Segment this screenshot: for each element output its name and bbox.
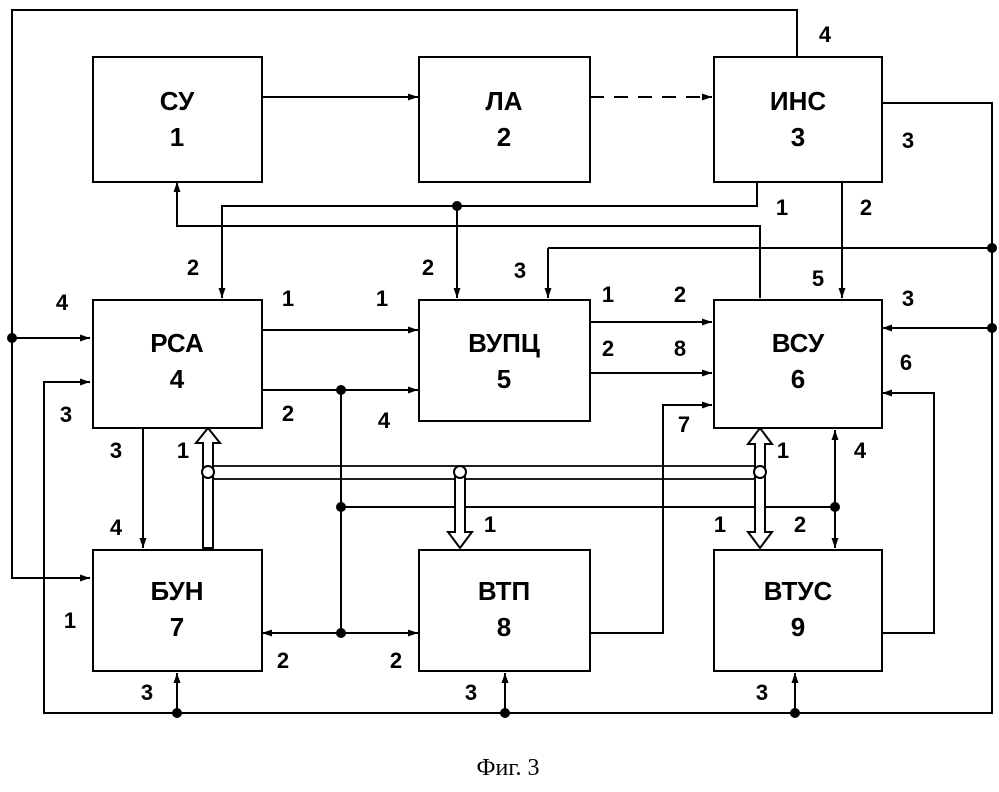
block-ins: ИНС 3 xyxy=(714,57,882,182)
block-su-number: 1 xyxy=(170,122,184,152)
rsa-bus-hollow-arrow xyxy=(196,428,220,548)
port-label: 2 xyxy=(860,195,872,220)
port-label: 3 xyxy=(902,286,914,311)
port-label: 3 xyxy=(902,128,914,153)
port-label: 8 xyxy=(674,336,686,361)
port-label: 3 xyxy=(756,680,768,705)
bus-junction-dot xyxy=(454,466,466,478)
block-su: СУ 1 xyxy=(93,57,262,182)
junction-dot xyxy=(452,201,462,211)
port-label: 7 xyxy=(678,412,690,437)
port-label: 2 xyxy=(187,255,199,280)
block-la: ЛА 2 xyxy=(419,57,590,182)
vsu-vtus-bus-hollow-arrow xyxy=(748,428,772,548)
figure-caption: Фиг. 3 xyxy=(477,755,540,781)
port-label: 1 xyxy=(714,512,726,537)
block-rsa-number: 4 xyxy=(170,364,185,394)
block-vtp-name: ВТП xyxy=(478,576,530,606)
block-vupc-name: ВУПЦ xyxy=(468,328,540,358)
block-vtus-number: 9 xyxy=(791,612,805,642)
bus-junction-dot xyxy=(202,466,214,478)
block-vsu: ВСУ 6 xyxy=(714,300,882,428)
block-la-number: 2 xyxy=(497,122,511,152)
port-label: 1 xyxy=(64,608,76,633)
block-bun-name: БУН xyxy=(151,576,204,606)
block-vupc-number: 5 xyxy=(497,364,511,394)
block-rsa: РСА 4 xyxy=(93,300,262,428)
junction-dot xyxy=(987,243,997,253)
block-vtus-name: ВТУС xyxy=(764,576,833,606)
port-label: 3 xyxy=(514,258,526,283)
block-ins-number: 3 xyxy=(791,122,805,152)
port-label: 3 xyxy=(110,438,122,463)
port-label: 4 xyxy=(819,22,832,47)
junction-dot xyxy=(987,323,997,333)
port-label: 1 xyxy=(602,282,614,307)
port-label: 4 xyxy=(110,515,123,540)
port-label: 1 xyxy=(776,195,788,220)
junction-dot xyxy=(172,708,182,718)
block-vupc: ВУПЦ 5 xyxy=(419,300,590,421)
port-label: 1 xyxy=(282,286,294,311)
block-rsa-name: РСА xyxy=(150,328,204,358)
port-label: 2 xyxy=(422,255,434,280)
block-bun-number: 7 xyxy=(170,612,184,642)
block-vtp-number: 8 xyxy=(497,612,511,642)
vtp-bus-hollow-arrow xyxy=(448,470,472,548)
port-label: 2 xyxy=(674,282,686,307)
junction-dot xyxy=(500,708,510,718)
port-label: 1 xyxy=(177,438,189,463)
vtp-to-vsu-line xyxy=(590,405,712,633)
port-label: 4 xyxy=(378,408,391,433)
port-label: 3 xyxy=(465,680,477,705)
block-vtus: ВТУС 9 xyxy=(714,550,882,671)
port-label: 1 xyxy=(376,286,388,311)
block-su-name: СУ xyxy=(160,86,195,116)
vsu-to-su-line xyxy=(177,182,760,298)
block-vtp: ВТП 8 xyxy=(419,550,590,671)
port-label: 4 xyxy=(854,438,867,463)
port-label: 1 xyxy=(777,438,789,463)
block-vsu-number: 6 xyxy=(791,364,805,394)
block-la-name: ЛА xyxy=(485,86,522,116)
port-label: 3 xyxy=(60,402,72,427)
port-label: 4 xyxy=(56,290,69,315)
block-bun: БУН 7 xyxy=(93,550,262,671)
port-label: 2 xyxy=(282,401,294,426)
port-label: 2 xyxy=(277,648,289,673)
port-label: 5 xyxy=(812,266,824,291)
port-label: 2 xyxy=(602,336,614,361)
junction-dot xyxy=(790,708,800,718)
port-label: 6 xyxy=(900,350,912,375)
port-label: 3 xyxy=(141,680,153,705)
port-label: 1 xyxy=(484,512,496,537)
junction-dot xyxy=(7,333,17,343)
bus-junction-dot xyxy=(754,466,766,478)
block-vsu-name: ВСУ xyxy=(772,328,825,358)
port-label: 2 xyxy=(390,648,402,673)
port-label: 2 xyxy=(794,512,806,537)
ins-out1-to-rsa-line xyxy=(222,182,757,298)
block-ins-name: ИНС xyxy=(770,86,826,116)
junction-dot xyxy=(336,628,346,638)
vtus-to-vsu-line xyxy=(882,393,934,633)
